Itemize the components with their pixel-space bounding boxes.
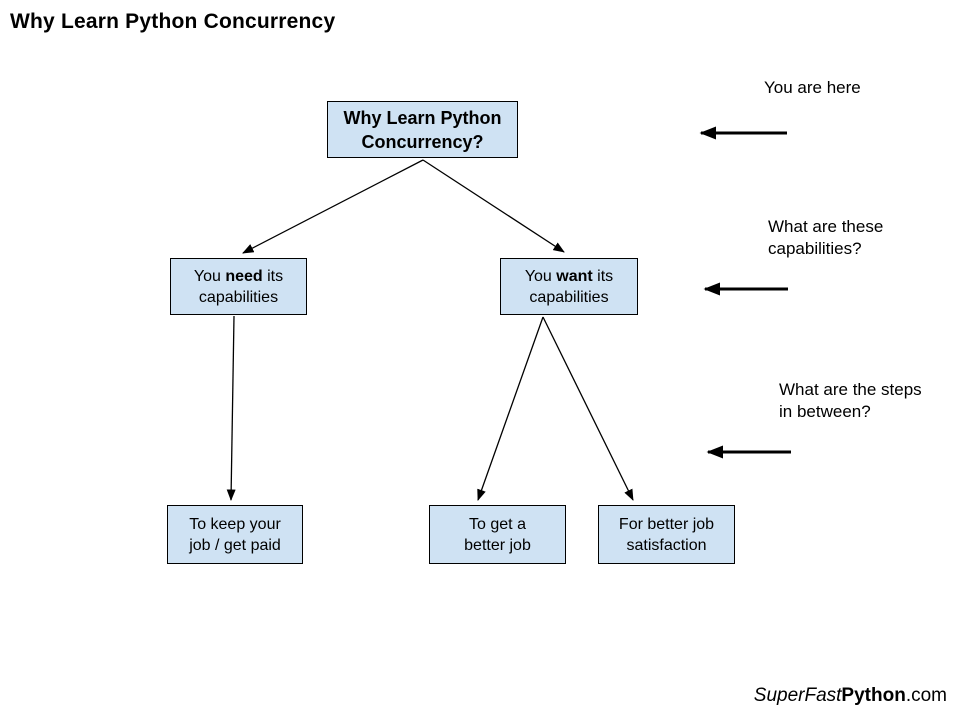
node-better-job: To get a better job (429, 505, 566, 564)
watermark-python: Python (841, 685, 906, 706)
annotation-what-are-capabilities: What are these capabilities? (768, 216, 883, 260)
node-text-bold: want (556, 267, 593, 285)
node-text: You (524, 267, 557, 285)
annotation-line: You are here (764, 78, 861, 97)
node-line: better job (464, 536, 531, 554)
connector-want-to-satisfaction (542, 316, 634, 501)
site-watermark: SuperFastPython.com (754, 685, 947, 707)
watermark-superfast: SuperFast (753, 685, 842, 706)
node-text: its (262, 267, 284, 285)
node-text: You (193, 267, 226, 285)
annotation-line: capabilities? (768, 239, 862, 258)
page-title: Why Learn Python Concurrency (10, 10, 336, 33)
node-line: To get a (469, 515, 526, 533)
node-why-learn-python-concurrency: Why Learn Python Concurrency? (327, 101, 518, 158)
node-want-capabilities: You want its capabilities (500, 258, 638, 315)
node-text-bold: need (225, 267, 263, 285)
node-line: Concurrency? (361, 131, 484, 152)
node-line: For better job (618, 515, 715, 533)
node-line: satisfaction (626, 536, 707, 554)
annotation-line: What are these (768, 217, 884, 236)
node-line: capabilities (198, 288, 279, 306)
annotation-line: What are the steps (779, 380, 922, 399)
connector-root-to-need (242, 159, 424, 254)
node-text: its (592, 267, 614, 285)
connector-need-to-keep-job (226, 315, 236, 501)
annotation-what-are-steps: What are the steps in between? (779, 379, 922, 423)
node-line: Why Learn Python (343, 107, 502, 128)
node-line: You want its (525, 266, 613, 287)
node-line: You need its (194, 266, 283, 287)
annotation-you-are-here: You are here (764, 77, 861, 99)
node-line: job / get paid (189, 536, 281, 554)
node-line: To keep your (189, 515, 281, 533)
node-need-capabilities: You need its capabilities (170, 258, 307, 315)
node-job-satisfaction: For better job satisfaction (598, 505, 735, 564)
watermark-dotcom: .com (905, 685, 947, 706)
connector-root-to-want (422, 159, 565, 253)
connector-want-to-better-job (477, 316, 544, 501)
node-keep-job: To keep your job / get paid (167, 505, 303, 564)
node-line: capabilities (529, 288, 609, 306)
annotation-line: in between? (779, 402, 871, 421)
